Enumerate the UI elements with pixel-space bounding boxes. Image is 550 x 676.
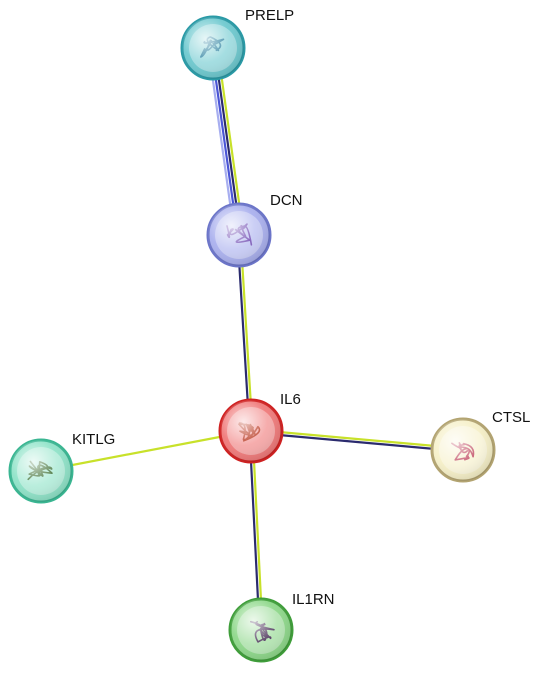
node-il1rn[interactable]: IL1RN bbox=[228, 591, 335, 663]
node-highlight bbox=[432, 419, 494, 481]
edges-layer bbox=[39, 46, 465, 632]
node-label-il1rn: IL1RN bbox=[292, 591, 335, 608]
edge-il6-il1rn[interactable] bbox=[248, 429, 264, 632]
edge-evidence-line bbox=[251, 429, 264, 632]
node-label-ctsl: CTSL bbox=[492, 409, 530, 426]
node-prelp[interactable]: PRELP bbox=[180, 7, 294, 81]
node-kitlg[interactable]: KITLG bbox=[8, 431, 115, 504]
edge-evidence-line bbox=[239, 233, 254, 433]
node-highlight bbox=[208, 204, 270, 266]
edge-evidence-line bbox=[249, 431, 464, 453]
node-label-il6: IL6 bbox=[280, 391, 301, 408]
node-il6[interactable]: IL6 bbox=[218, 391, 301, 464]
node-highlight bbox=[230, 599, 292, 661]
edge-il6-ctsl[interactable] bbox=[249, 428, 465, 453]
node-ctsl[interactable]: CTSL bbox=[430, 409, 530, 483]
edge-evidence-line bbox=[250, 428, 465, 450]
node-highlight bbox=[10, 440, 72, 502]
edge-evidence-line bbox=[39, 429, 253, 473]
node-highlight bbox=[220, 400, 282, 462]
node-label-kitlg: KITLG bbox=[72, 431, 115, 448]
node-dcn[interactable]: DCN bbox=[206, 192, 303, 268]
edge-evidence-line bbox=[236, 233, 251, 433]
edge-il6-kitlg[interactable] bbox=[39, 429, 253, 473]
edge-evidence-line bbox=[248, 429, 261, 632]
node-label-dcn: DCN bbox=[270, 192, 303, 209]
node-highlight bbox=[182, 17, 244, 79]
node-label-prelp: PRELP bbox=[245, 7, 294, 24]
edge-dcn-il6[interactable] bbox=[236, 233, 254, 433]
